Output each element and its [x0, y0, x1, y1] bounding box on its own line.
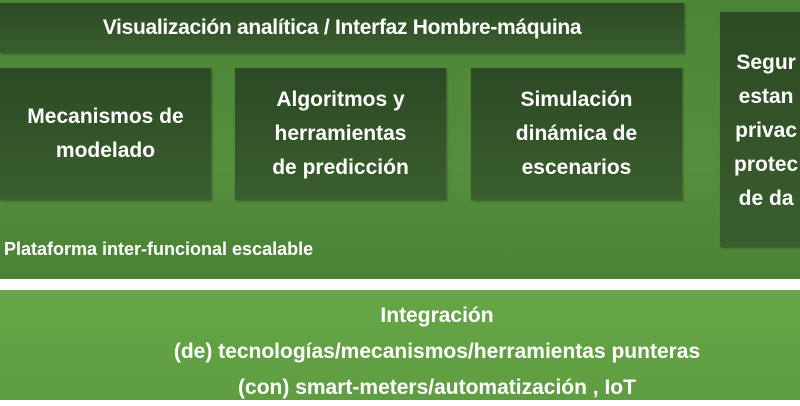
integration-layer	[0, 290, 800, 400]
security-box: Segur estan privac protec de da	[720, 12, 800, 247]
module-prediction: Algoritmos y herramientas de predicción	[235, 68, 446, 200]
visualization-bar: Visualización analítica / Interfaz Hombr…	[0, 3, 684, 53]
security-text: Segur estan privac protec de da	[734, 51, 799, 210]
module-simulation: Simulación dinámica de escenarios	[471, 68, 682, 200]
platform-label: Plataforma inter-funcional escalable	[4, 239, 314, 259]
platform-layer: Visualización analítica / Interfaz Hombr…	[0, 0, 800, 279]
integration-text: Integración (de) tecnologías/mecanismos/…	[173, 304, 701, 399]
module-modeling: Mecanismos de modelado	[0, 68, 211, 200]
